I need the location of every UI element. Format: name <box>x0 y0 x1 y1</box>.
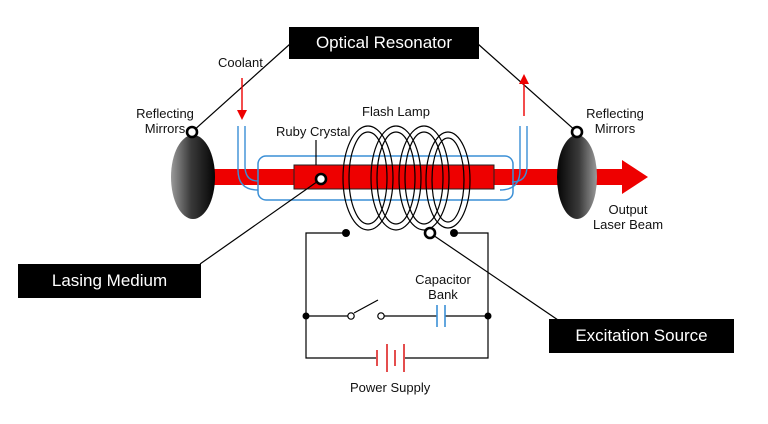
lasing-medium-leader <box>199 178 322 265</box>
lasing-medium-label: Lasing Medium <box>51 271 168 290</box>
battery <box>376 344 405 372</box>
excitation-source-label: Excitation Source <box>575 326 708 345</box>
capacitor-bank-line1: Capacitor <box>415 272 471 287</box>
flash-lamp-label: Flash Lamp <box>362 104 430 119</box>
junction-dots <box>302 229 492 320</box>
ruby-crystal <box>293 164 495 190</box>
flash-lamp-coil <box>342 125 471 231</box>
circuit-wires <box>305 232 489 359</box>
optical-resonator-label: Optical Resonator <box>315 33 453 52</box>
ruby-crystal-label: Ruby Crystal <box>276 124 351 139</box>
resonator-leader-right <box>477 43 578 133</box>
output-laser-beam-line2: Laser Beam <box>592 217 664 232</box>
capacitor-bank-line2: Bank <box>428 287 458 302</box>
reflecting-mirrors-left-label: Reflecting Mirrors <box>126 106 204 136</box>
optical-resonator-box: Optical Resonator <box>289 27 479 59</box>
coolant-outlet <box>499 126 521 191</box>
capacitor <box>436 305 446 327</box>
coolant-inlet <box>237 126 259 191</box>
lasing-medium-box: Lasing Medium <box>18 264 201 298</box>
capacitor-bank-label: Capacitor Bank <box>408 272 478 302</box>
excitation-source-box: Excitation Source <box>549 319 734 353</box>
reflecting-mirrors-right-line1: Reflecting <box>586 106 644 121</box>
output-laser-beam-label: Output Laser Beam <box>586 202 670 232</box>
coolant-tube <box>257 155 514 201</box>
reflecting-mirrors-left-line1: Reflecting <box>136 106 194 121</box>
output-laser-beam-line1: Output <box>608 202 648 217</box>
reflecting-mirrors-right-label: Reflecting Mirrors <box>576 106 654 136</box>
switch <box>347 299 385 320</box>
resonator-leader-left <box>191 43 291 133</box>
right-mirror <box>557 135 597 219</box>
excitation-source-leader <box>429 232 559 321</box>
left-mirror <box>171 135 215 219</box>
output-beam-arrow <box>578 160 648 194</box>
reflecting-mirrors-right-line2: Mirrors <box>594 121 636 136</box>
power-supply-label: Power Supply <box>350 380 431 395</box>
reflecting-mirrors-left-line2: Mirrors <box>144 121 186 136</box>
ring-markers <box>185 125 584 240</box>
coolant-label: Coolant <box>218 55 263 70</box>
